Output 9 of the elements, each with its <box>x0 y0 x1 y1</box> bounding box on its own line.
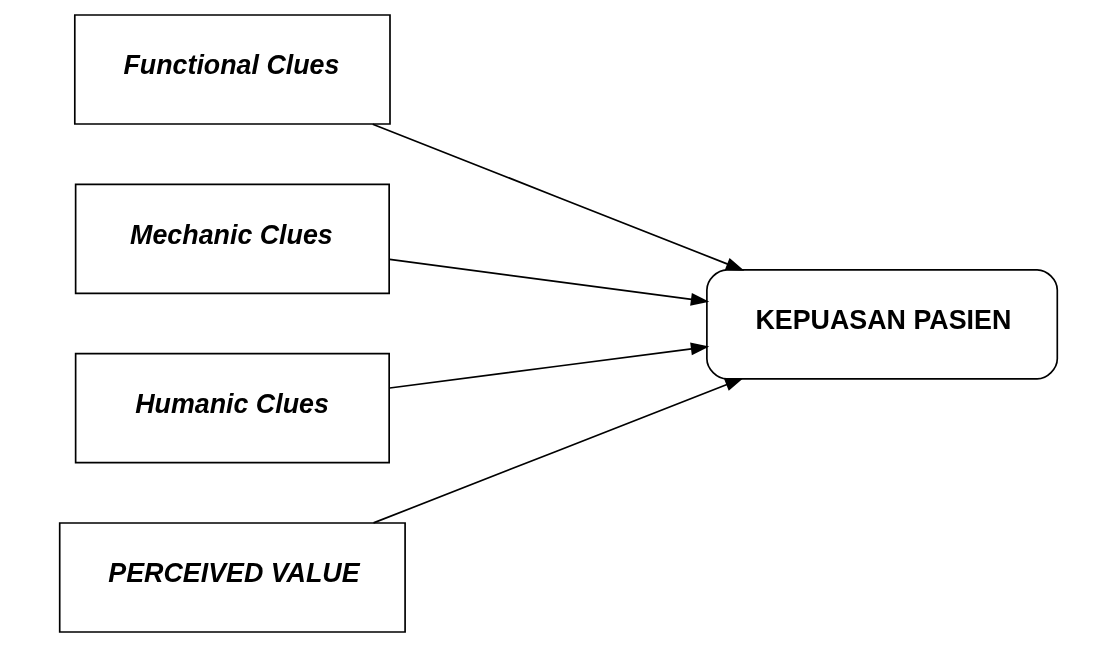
arrow <box>388 342 710 389</box>
node-box: Functional Clues <box>73 14 391 125</box>
arrow <box>388 258 710 306</box>
arrow <box>371 123 745 271</box>
arrow <box>372 377 744 524</box>
node-box: KEPUASAN PASIEN <box>706 269 1059 380</box>
node-box: PERCEIVED VALUE <box>58 522 406 633</box>
node-box: Humanic Clues <box>74 352 390 464</box>
node-box: Mechanic Clues <box>74 183 390 295</box>
